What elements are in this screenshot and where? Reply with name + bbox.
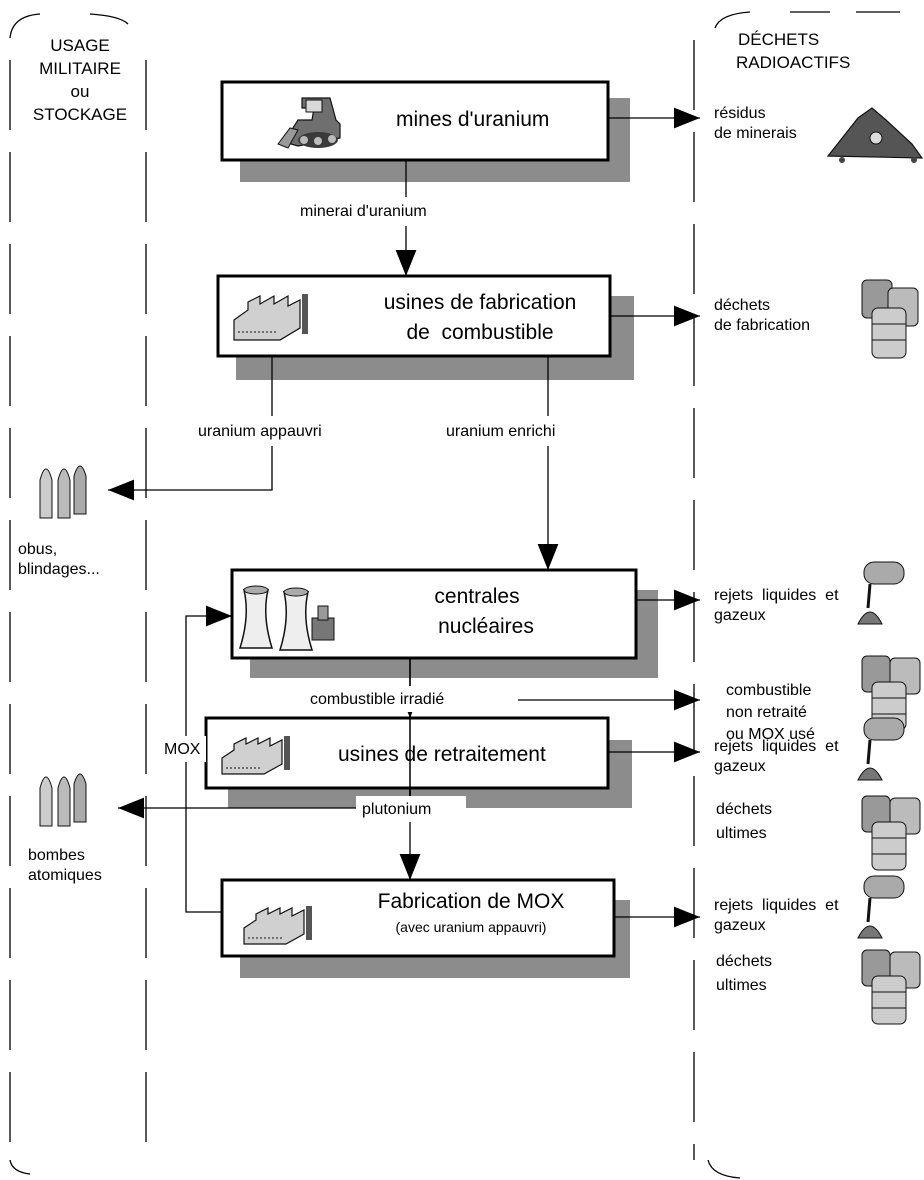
military-obus-line1: obus, [18, 541, 58, 558]
military-obus-label: obus, blindages... [18, 540, 100, 580]
right-column-title: DÉCHETS RADIOACTIFS [736, 28, 851, 74]
mox-loop [185, 605, 232, 913]
pouring-container-icon [857, 561, 905, 625]
shells-icon [39, 773, 87, 827]
waste-combustible-line1: combustible [726, 682, 812, 699]
military-bombes-label: bombes atomiques [28, 846, 102, 886]
shells-icon [39, 465, 87, 519]
waste-rejets1-line2: gazeux [714, 607, 766, 624]
waste-ultimes1-label: déchets ultimes [716, 798, 772, 846]
waste-ultimes2-line2: ultimes [716, 977, 767, 994]
flow-uranium-enrichi-label: uranium enrichi [446, 423, 556, 440]
waste-rejets2-line2: gazeux [714, 758, 766, 775]
box-mox-subtitle: (avec uranium appauvri) [395, 919, 547, 935]
waste-rejets1-line1: rejets liquides et [714, 587, 839, 604]
barrels-icon [861, 949, 921, 1025]
flow-uranium-appauvri-label: uranium appauvri [198, 423, 322, 440]
left-column-title: USAGE MILITAIRE ou STOCKAGE [20, 34, 140, 126]
bulldozer-icon [277, 97, 341, 149]
waste-rejets3-line1: rejets liquides et [714, 897, 839, 914]
box-centrales-title: centrales nucléaires [396, 582, 576, 642]
box-fabrication-line2: de combustible [406, 321, 554, 344]
military-bombes-line1: bombes [28, 847, 85, 864]
factory-icon [243, 906, 312, 945]
left-title-line1: USAGE [50, 36, 110, 55]
waste-ultimes1-line1: déchets [716, 801, 773, 818]
waste-rejets3-label: rejets liquides et gazeux [714, 896, 839, 936]
ore-pile-icon [826, 107, 924, 163]
left-title-line4: STOCKAGE [32, 105, 128, 124]
military-bombes-line2: atomiques [28, 867, 102, 884]
barrels-icon [861, 795, 921, 871]
waste-combustible-label: combustible non retraité ou MOX usé [726, 680, 815, 746]
left-title-line2: MILITAIRE [39, 59, 121, 78]
waste-rejets1-label: rejets liquides et gazeux [714, 586, 839, 626]
waste-rejets2-label: rejets liquides et gazeux [714, 737, 839, 777]
factory-icon [233, 294, 308, 341]
box-centrales-line1: centrales [434, 585, 520, 608]
waste-ultimes2-line1: déchets [716, 953, 773, 970]
waste-fab-line1: déchets [714, 297, 771, 314]
box-fabrication-line1: usines de fabrication [383, 291, 577, 314]
box-centrales-line2: nucléaires [438, 615, 534, 638]
cooling-towers-icon [238, 585, 335, 651]
left-column-border [9, 13, 147, 1175]
pouring-container-icon [857, 717, 905, 781]
barrels-icon [861, 279, 919, 359]
box-mines-title: mines d'uranium [396, 108, 550, 131]
right-title-line1: DÉCHETS [738, 30, 820, 49]
box-shadows [228, 98, 658, 978]
waste-arrows [518, 107, 700, 928]
box-mox-title: Fabrication de MOX (avec uranium appauvr… [346, 888, 596, 939]
waste-ultimes2-label: déchets ultimes [716, 950, 772, 998]
waste-rejets2-line1: rejets liquides et [714, 738, 839, 755]
left-title-line3: ou [70, 82, 90, 101]
waste-combustible-line2: non retraité [726, 704, 807, 721]
flow-combustible-irradie-label: combustible irradié [310, 691, 445, 708]
waste-fab-line2: de fabrication [714, 317, 811, 334]
military-obus-line2: blindages... [18, 561, 100, 578]
box-fabrication-title: usines de fabrication de combustible [360, 288, 600, 348]
waste-residus-line2: de minerais [714, 125, 797, 142]
box-mox-line1: Fabrication de MOX [377, 890, 565, 913]
waste-residus-label: résidus de minerais [714, 104, 797, 144]
factory-icon [221, 736, 290, 775]
flow-minerai-label: minerai d'uranium [300, 203, 427, 220]
right-title-line2: RADIOACTIFS [736, 53, 851, 72]
main-flow-arrows [108, 160, 559, 718]
waste-rejets3-line2: gazeux [714, 917, 766, 934]
waste-residus-line1: résidus [714, 105, 766, 122]
pouring-container-icon [857, 875, 905, 939]
flow-plutonium-label: plutonium [362, 801, 432, 818]
flow-mox-label: MOX [164, 741, 201, 758]
waste-combustible-line3: ou MOX usé [726, 726, 815, 743]
waste-ultimes1-line2: ultimes [716, 825, 767, 842]
waste-fabrication-label: déchets de fabrication [714, 296, 810, 336]
box-retraitement-title: usines de retraitement [338, 743, 546, 766]
